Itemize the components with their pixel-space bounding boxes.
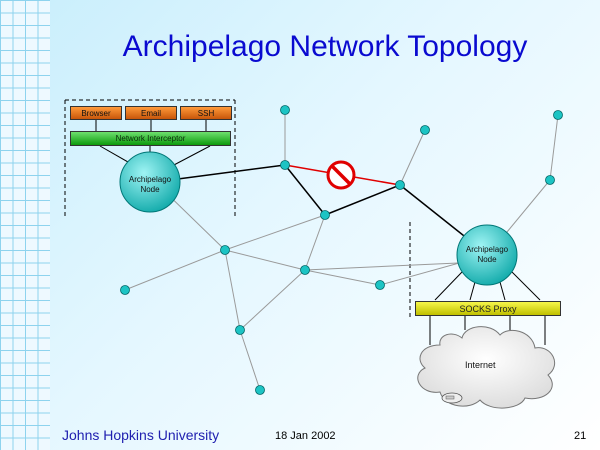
footer-organization: Johns Hopkins University	[62, 427, 220, 443]
network-node	[300, 265, 310, 275]
network-interceptor-bar: Network Interceptor	[70, 131, 231, 146]
email-app-box: Email	[125, 106, 177, 120]
modem-icon	[441, 392, 463, 404]
cloud-icon	[417, 326, 556, 409]
prohibited-sign-icon	[326, 160, 356, 190]
socks-proxy-bar: SOCKS Proxy	[415, 301, 561, 316]
internet-label: Internet	[465, 360, 496, 370]
socks-connectors	[429, 271, 546, 345]
active-path	[154, 164, 489, 256]
network-node	[395, 180, 405, 190]
ssh-app-box: SSH	[180, 106, 232, 120]
left-node-label: Archipelago Node	[128, 175, 172, 194]
network-node	[420, 125, 430, 135]
network-node	[320, 210, 330, 220]
network-node	[235, 325, 245, 335]
network-node	[375, 280, 385, 290]
network-node	[280, 105, 290, 115]
right-node-label: Archipelago Node	[465, 245, 509, 264]
grid-strip	[0, 0, 50, 450]
network-node	[545, 175, 555, 185]
slide-title: Archipelago Network Topology	[122, 30, 528, 63]
network-node	[553, 110, 563, 120]
client-boundary	[64, 99, 236, 218]
archipelago-node-right[interactable]	[456, 224, 518, 286]
overlay-links	[124, 110, 559, 391]
network-node	[120, 285, 130, 295]
network-node	[280, 160, 290, 170]
network-node	[220, 245, 230, 255]
page-number: 21	[574, 430, 587, 442]
network-node	[255, 385, 265, 395]
overlay-link	[304, 261, 481, 271]
archipelago-node-left[interactable]	[119, 151, 181, 213]
browser-app-box: Browser	[70, 106, 122, 120]
footer-date: 18 Jan 2002	[275, 430, 336, 442]
network-nodes	[120, 105, 563, 395]
